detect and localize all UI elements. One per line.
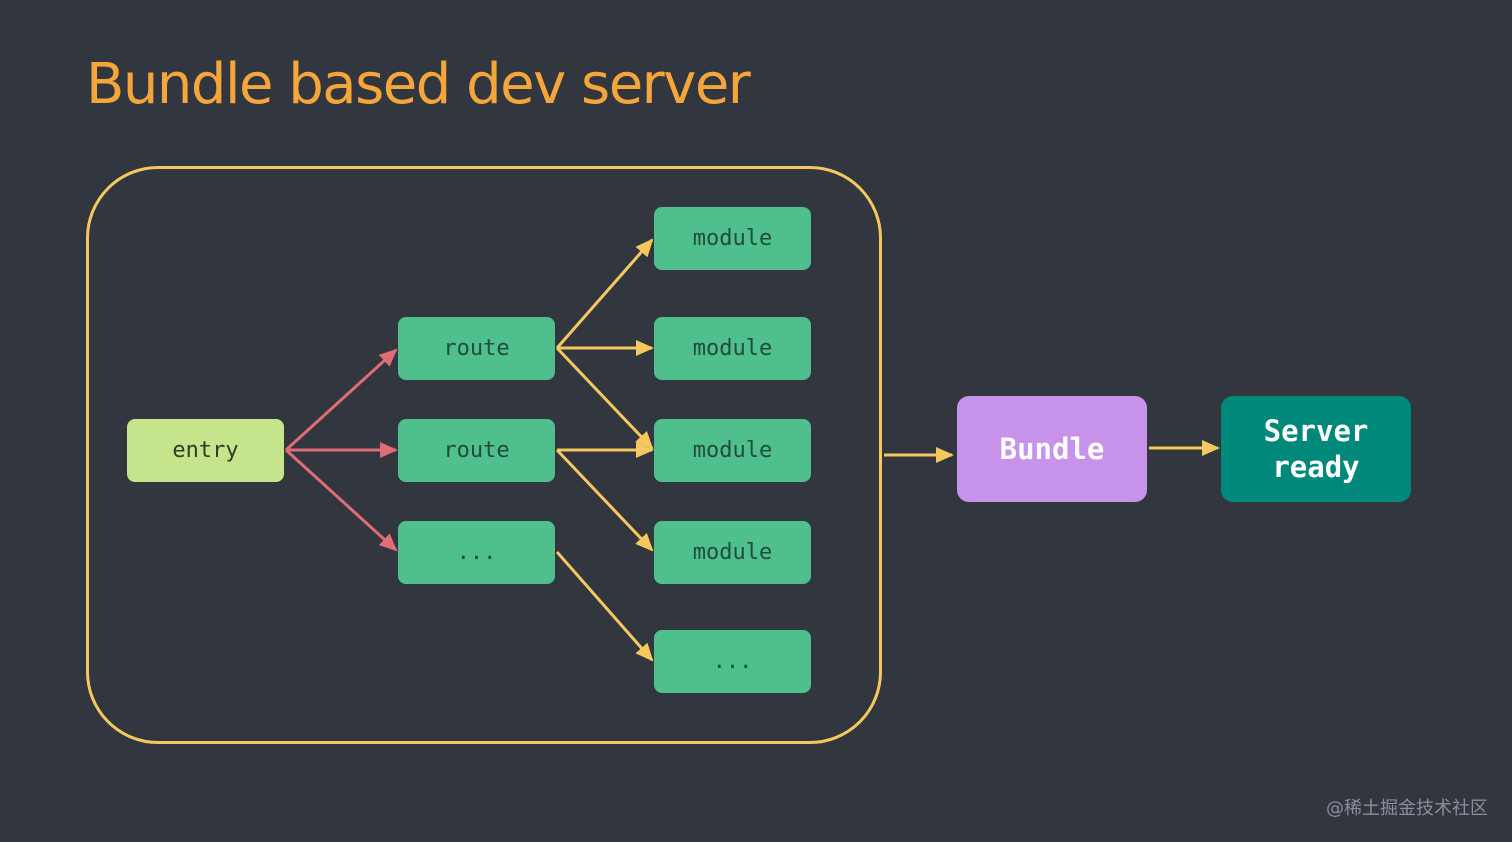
arrow-entry-route-1 — [284, 348, 398, 452]
arrow-entry-route-3 — [284, 448, 398, 552]
arrow-route1-module3 — [555, 346, 654, 450]
module-node-2: module — [654, 317, 811, 380]
bundle-container — [86, 166, 882, 744]
arrow-route2-module4 — [555, 448, 654, 552]
arrow-route3-module5 — [555, 551, 654, 662]
route-node-more: ... — [398, 521, 555, 584]
page-title: Bundle based dev server — [86, 52, 751, 117]
module-node-1: module — [654, 207, 811, 270]
server-ready-node: Server ready — [1221, 396, 1411, 502]
route-node-2: route — [398, 419, 555, 482]
module-node-4: module — [654, 521, 811, 584]
module-node-3: module — [654, 419, 811, 482]
bundle-node: Bundle — [957, 396, 1147, 502]
entry-node: entry — [127, 419, 284, 482]
route-node-1: route — [398, 317, 555, 380]
module-node-more: ... — [654, 630, 811, 693]
watermark: @稀土掘金技术社区 — [1326, 798, 1488, 819]
arrow-route1-module1 — [555, 238, 654, 349]
